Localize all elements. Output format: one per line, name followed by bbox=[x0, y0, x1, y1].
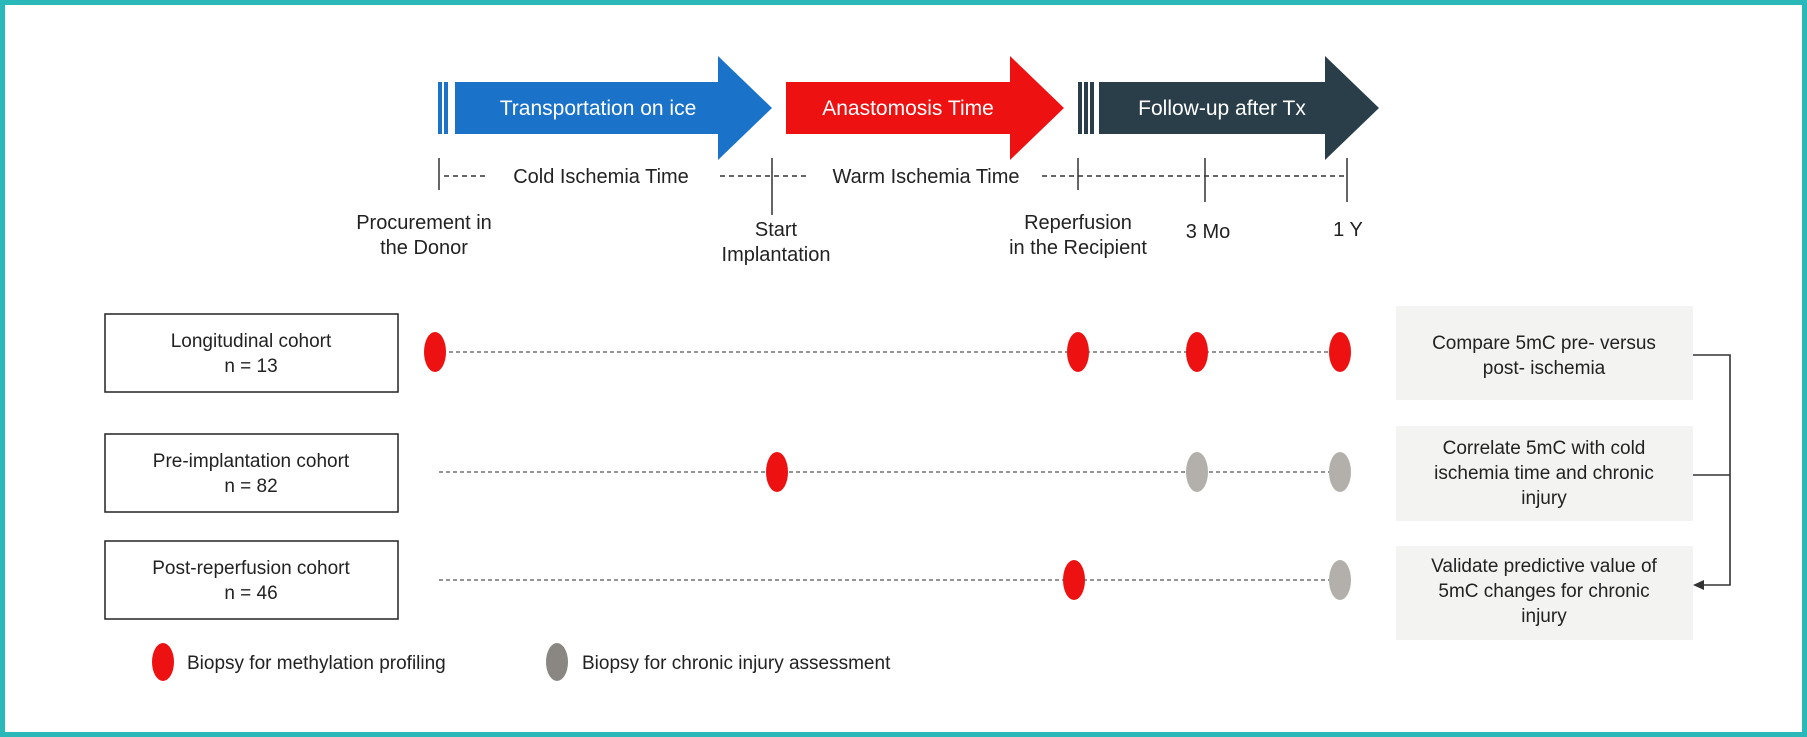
cohort-box-pre-implantation: Pre-implantation cohort n = 82 bbox=[104, 433, 399, 513]
biopsy-methylation-marker bbox=[766, 452, 788, 492]
cohort-box-longitudinal: Longitudinal cohort n = 13 bbox=[104, 313, 399, 393]
legend-red-marker bbox=[152, 643, 174, 681]
biopsy-methylation-marker bbox=[1067, 332, 1089, 372]
biopsy-chronic-injury-marker bbox=[1329, 452, 1351, 492]
cohort-box-post-reperfusion: Post-reperfusion cohort n = 46 bbox=[104, 540, 399, 620]
biopsy-methylation-marker bbox=[1186, 332, 1208, 372]
aim-text-line: 5mC changes for chronic bbox=[1438, 581, 1649, 602]
cohort-size: n = 82 bbox=[224, 476, 277, 497]
legend: Biopsy for methylation profiling Biopsy … bbox=[152, 643, 891, 681]
aim-text-line: Compare 5mC pre- versus bbox=[1432, 333, 1656, 354]
biopsy-chronic-injury-marker bbox=[1186, 452, 1208, 492]
aim-text-line: Correlate 5mC with cold bbox=[1443, 438, 1646, 459]
legend-red-label: Biopsy for methylation profiling bbox=[187, 653, 446, 674]
arrow-label-transportation: Transportation on ice bbox=[500, 97, 697, 120]
aim-box-compare: Compare 5mC pre- versus post- ischemia bbox=[1396, 306, 1693, 400]
biopsy-methylation-marker bbox=[1063, 560, 1085, 600]
arrowhead-icon bbox=[1693, 580, 1704, 590]
timepoint-reperfusion-line2: in the Recipient bbox=[1009, 237, 1147, 259]
phase-arrow-followup: Follow-up after Tx bbox=[1078, 56, 1379, 160]
aim-text-line: injury bbox=[1521, 488, 1567, 509]
aim-bracket-connector bbox=[1693, 354, 1731, 586]
aim-box-correlate: Correlate 5mC with cold ischemia time an… bbox=[1396, 426, 1693, 521]
biopsy-methylation-marker bbox=[1329, 332, 1351, 372]
cohort-name: Post-reperfusion cohort bbox=[152, 558, 350, 579]
arrow-label-anastomosis: Anastomosis Time bbox=[822, 97, 994, 120]
phase-arrow-transportation: Transportation on ice bbox=[438, 56, 772, 160]
timepoint-1-year: 1 Y bbox=[1333, 219, 1363, 241]
timepoint-implantation-line2: Implantation bbox=[722, 244, 831, 266]
timepoint-procurement-line1: Procurement in bbox=[356, 212, 492, 234]
cohort-size: n = 46 bbox=[224, 583, 277, 604]
biopsy-chronic-injury-marker bbox=[1329, 560, 1351, 600]
aim-box-validate: Validate predictive value of 5mC changes… bbox=[1396, 546, 1693, 640]
timepoint-reperfusion-line1: Reperfusion bbox=[1024, 212, 1132, 234]
phase-arrow-anastomosis: Anastomosis Time bbox=[786, 56, 1064, 160]
cohort-size: n = 13 bbox=[224, 356, 277, 377]
aim-text-line: ischemia time and chronic bbox=[1434, 463, 1654, 484]
aim-text-line: Validate predictive value of bbox=[1431, 556, 1657, 577]
arrow-label-followup: Follow-up after Tx bbox=[1138, 97, 1306, 120]
aim-text-line: injury bbox=[1521, 606, 1567, 627]
aim-text-line: post- ischemia bbox=[1483, 358, 1606, 379]
cohort-name: Pre-implantation cohort bbox=[153, 451, 350, 472]
cohort-name: Longitudinal cohort bbox=[171, 331, 332, 352]
cold-ischemia-label: Cold Ischemia Time bbox=[513, 166, 689, 188]
timepoint-procurement-line2: the Donor bbox=[380, 237, 468, 259]
legend-gray-marker bbox=[546, 643, 568, 681]
timepoint-implantation-line1: Start bbox=[755, 219, 798, 241]
biopsy-methylation-marker bbox=[424, 332, 446, 372]
timepoint-3-months: 3 Mo bbox=[1186, 221, 1230, 243]
ischemia-timeline bbox=[438, 158, 1348, 215]
legend-gray-label: Biopsy for chronic injury assessment bbox=[582, 653, 891, 674]
warm-ischemia-label: Warm Ischemia Time bbox=[832, 166, 1019, 188]
